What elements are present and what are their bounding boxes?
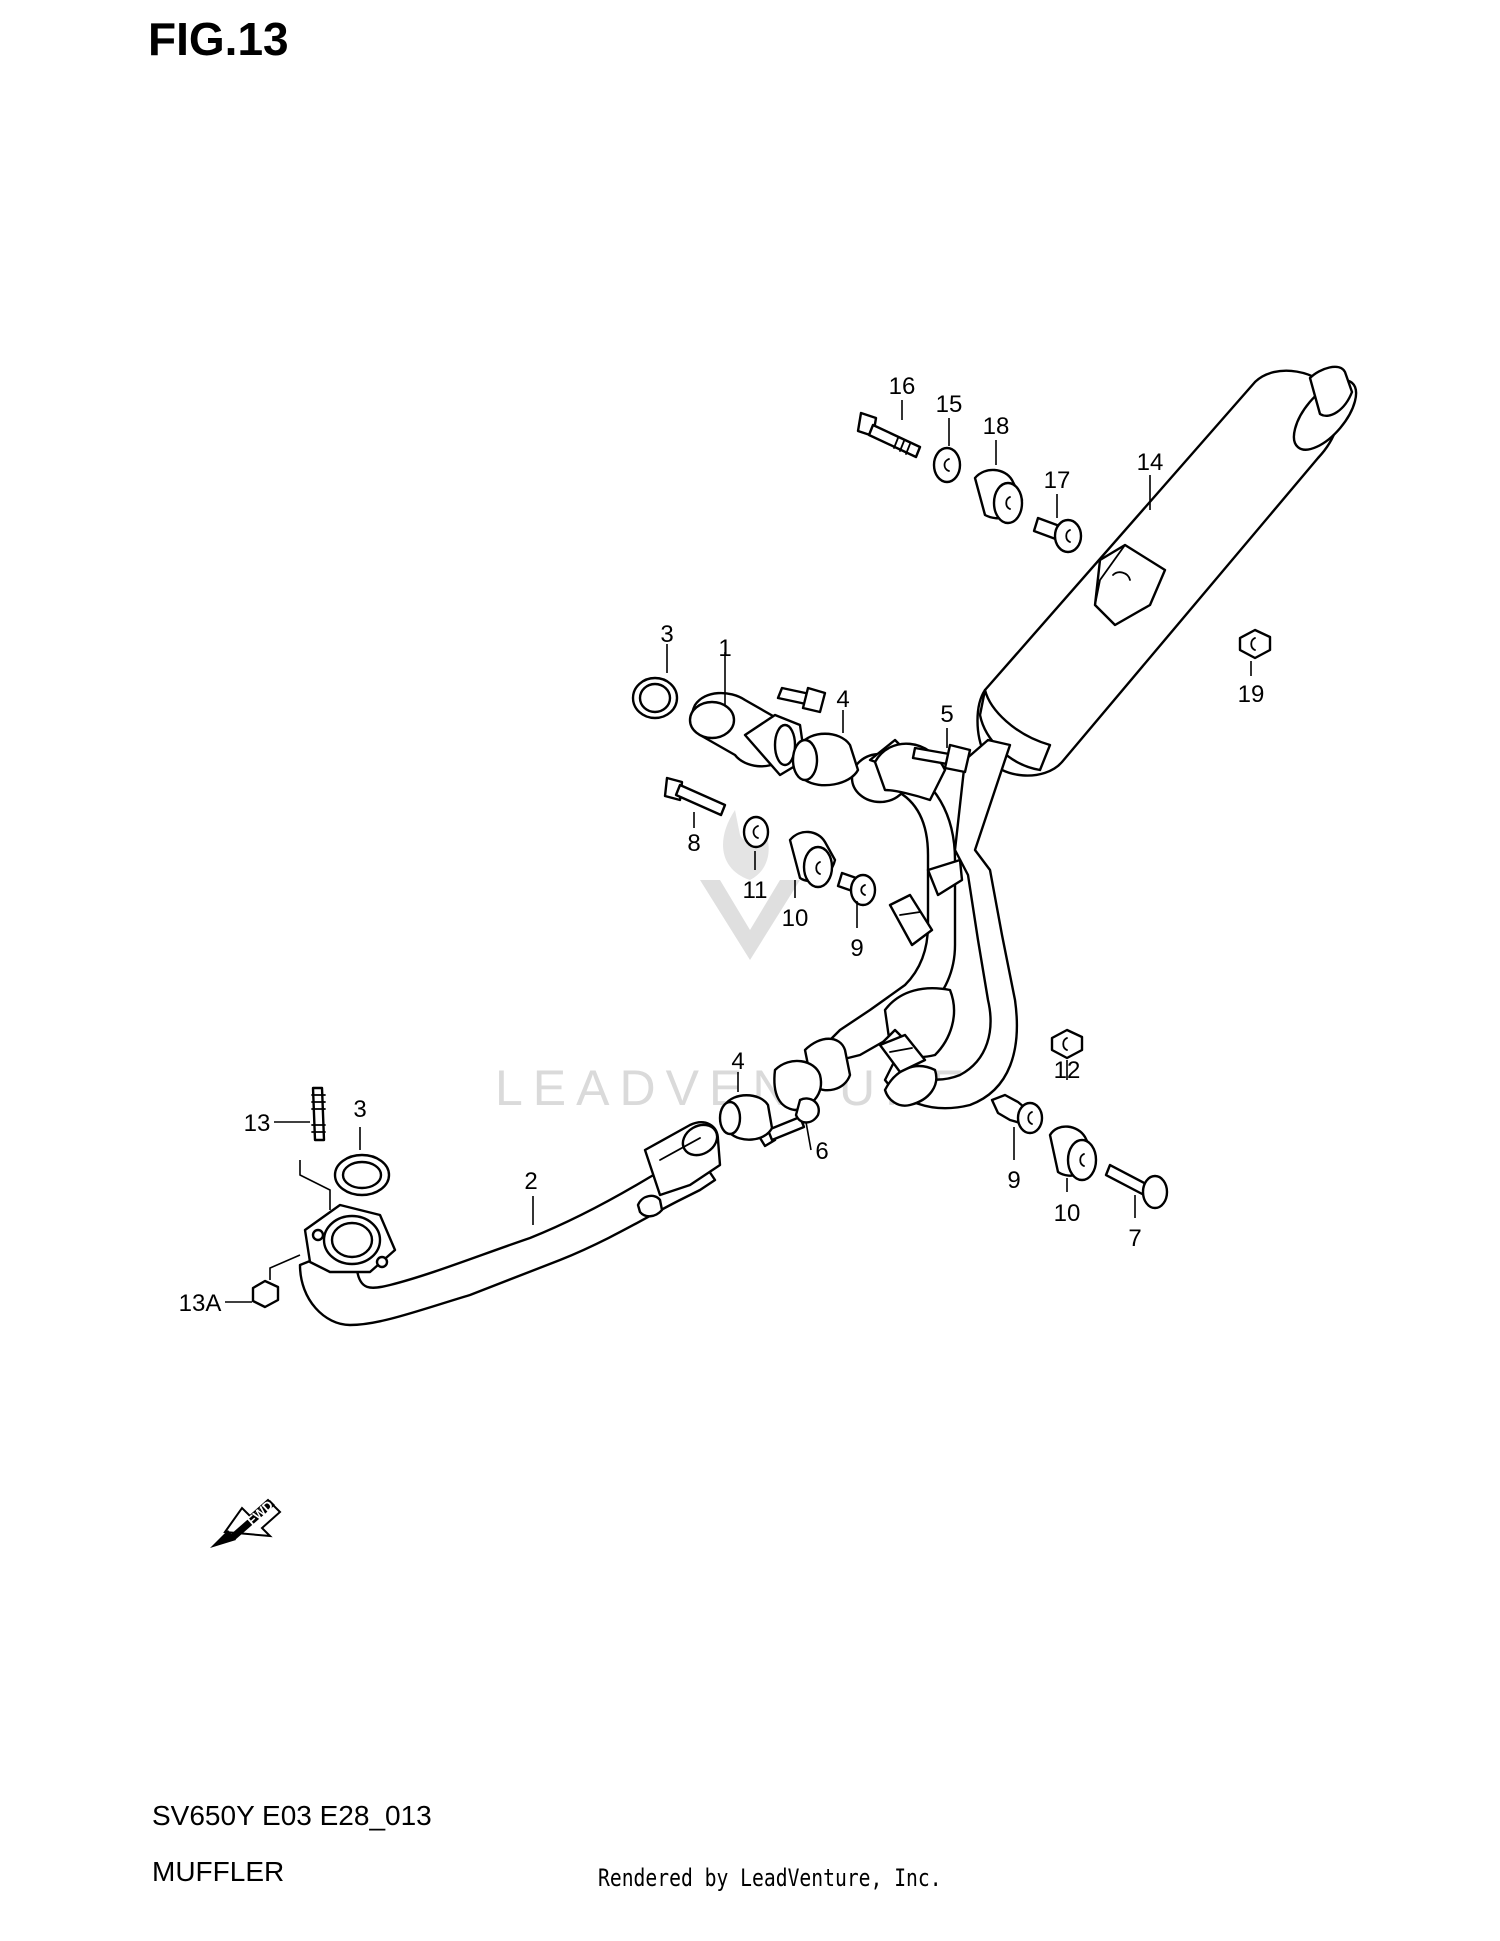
sleeve-4-lower[interactable]: [718, 1094, 774, 1141]
callout-17: 17: [1044, 467, 1071, 494]
callout-10-lower: 10: [1054, 1200, 1081, 1227]
nut-12[interactable]: [1050, 1028, 1084, 1060]
credit-text: Rendered by LeadVenture, Inc.: [598, 1864, 942, 1892]
callout-8: 8: [687, 830, 700, 857]
nut-19[interactable]: [1238, 628, 1272, 660]
callout-14: 14: [1137, 449, 1164, 476]
callout-4-upper: 4: [836, 686, 849, 713]
callout-11: 11: [743, 877, 768, 904]
muffler-14[interactable]: [976, 365, 1368, 777]
callout-6: 6: [815, 1138, 828, 1165]
stud-13[interactable]: [299, 1086, 331, 1210]
model-code: SV650Y E03 E28_013: [152, 1800, 432, 1831]
bolt-5[interactable]: [911, 743, 972, 774]
cushion-10-lower[interactable]: [1048, 1125, 1098, 1182]
gasket-3-upper[interactable]: [631, 676, 679, 720]
callout-18: 18: [983, 413, 1010, 440]
callout-13a: 13A: [179, 1290, 222, 1317]
callout-9-lower: 9: [1007, 1167, 1020, 1194]
bolt-7[interactable]: [1104, 1163, 1169, 1210]
callout-16: 16: [889, 373, 916, 400]
gasket-3-lower[interactable]: [333, 1153, 391, 1197]
fwd-arrow-icon: FWD: [210, 1497, 282, 1548]
callout-2: 2: [524, 1168, 537, 1195]
callout-9-upper: 9: [850, 935, 863, 962]
figure-title: FIG.13: [148, 13, 289, 65]
callout-4-lower: 4: [731, 1048, 744, 1075]
collar-17[interactable]: [1032, 516, 1083, 554]
collar-9-upper[interactable]: [836, 871, 877, 907]
leader-lines: [225, 400, 1252, 1303]
pipe-inlet-elbow: [850, 738, 947, 804]
callout-19: 19: [1238, 681, 1265, 708]
pipe-connector-1[interactable]: [688, 691, 807, 777]
screw-near-1: [776, 686, 827, 714]
callout-12: 12: [1054, 1057, 1081, 1084]
collar-9-lower[interactable]: [990, 1093, 1044, 1135]
washer-11[interactable]: [742, 815, 770, 849]
section-name: MUFFLER: [152, 1856, 285, 1887]
callout-3-lower: 3: [353, 1096, 366, 1123]
callout-7: 7: [1128, 1225, 1141, 1252]
bolt-16[interactable]: [856, 411, 922, 459]
bolt-8[interactable]: [663, 776, 727, 817]
pipe-bracket-lower: [878, 1033, 927, 1074]
callout-3-upper: 3: [660, 621, 673, 648]
cushion-18[interactable]: [973, 468, 1024, 525]
callout-15: 15: [936, 391, 963, 418]
cushion-10-upper[interactable]: [788, 830, 837, 889]
nut-13a[interactable]: [251, 1254, 301, 1309]
callout-13: 13: [244, 1110, 271, 1137]
rear-exhaust-pipe[interactable]: [773, 738, 1019, 1112]
callout-labels: 1 2 3 3 4 4 5 6 7 8 9 9 10 10 11 12 13 1…: [179, 373, 1265, 1317]
callout-5: 5: [940, 701, 953, 728]
callout-10-upper: 10: [782, 905, 809, 932]
pipe-bracket-upper: [888, 893, 934, 947]
callout-1: 1: [718, 635, 731, 662]
washer-15[interactable]: [932, 446, 962, 484]
sleeve-4-upper[interactable]: [791, 732, 860, 787]
exhaust-flange: [303, 1203, 397, 1274]
front-exhaust-pipe-2[interactable]: [298, 1119, 723, 1327]
